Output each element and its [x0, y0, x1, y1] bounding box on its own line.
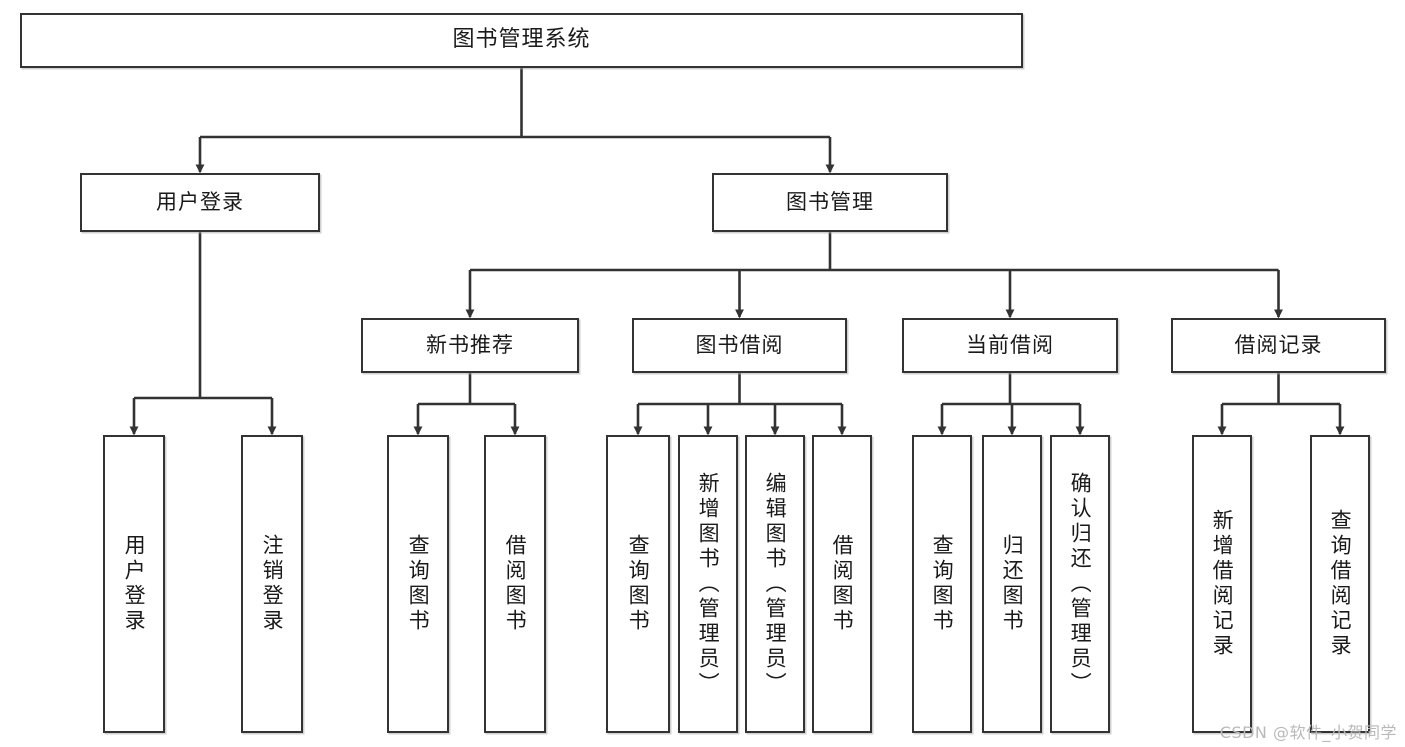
leaf-add-borrowing-record[interactable]: 新增借阅记录 [1192, 435, 1252, 733]
node-book-borrowing[interactable]: 图书借阅 [632, 318, 847, 373]
leaf-edit-book-admin[interactable]: 编辑图书（管理员） [745, 435, 805, 733]
leaf-borrow-book-borrowing[interactable]: 借阅图书 [812, 435, 872, 733]
node-borrowing-records[interactable]: 借阅记录 [1171, 318, 1386, 373]
leaf-borrow-book-newbook[interactable]: 借阅图书 [484, 435, 546, 733]
leaf-query-book-current[interactable]: 查询图书 [912, 435, 972, 733]
node-user-login[interactable]: 用户登录 [80, 173, 320, 232]
leaf-confirm-return-admin[interactable]: 确认归还（管理员） [1050, 435, 1110, 733]
node-current-borrowing[interactable]: 当前借阅 [902, 318, 1118, 373]
leaf-query-book-newbook[interactable]: 查询图书 [387, 435, 449, 733]
leaf-query-book-borrowing[interactable]: 查询图书 [606, 435, 670, 733]
leaf-query-borrowing-record[interactable]: 查询借阅记录 [1310, 435, 1370, 733]
csdn-watermark: CSDN @软件_小贺同学 [1219, 723, 1397, 742]
leaf-return-book[interactable]: 归还图书 [982, 435, 1042, 733]
leaf-user-login[interactable]: 用户登录 [103, 435, 165, 733]
leaf-add-book-admin[interactable]: 新增图书（管理员） [678, 435, 738, 733]
node-root-book-management-system[interactable]: 图书管理系统 [20, 13, 1023, 68]
node-new-book-recommendation[interactable]: 新书推荐 [361, 318, 579, 373]
leaf-logout[interactable]: 注销登录 [241, 435, 303, 733]
node-book-management[interactable]: 图书管理 [712, 173, 948, 232]
